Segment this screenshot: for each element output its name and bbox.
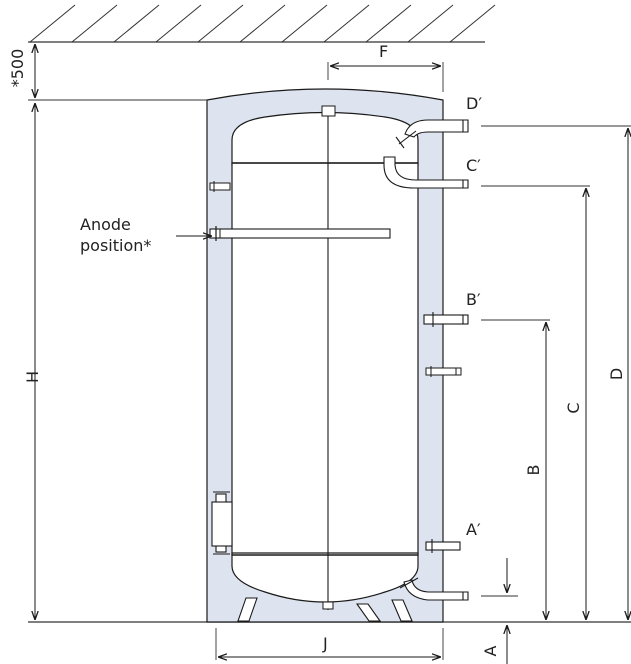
dimension-j-label: J — [323, 634, 328, 653]
connection-d — [395, 119, 469, 149]
connection-b — [423, 312, 469, 327]
bottom-drain-fitting — [322, 601, 334, 610]
anode-label-line2: position* — [80, 236, 152, 255]
connection-a — [425, 539, 461, 553]
dimension-a-label: A — [481, 645, 500, 657]
inner-tank — [231, 111, 419, 603]
connection-a-label: A′ — [466, 520, 481, 539]
dimension-lines — [35, 44, 628, 664]
ceiling-hatch — [28, 4, 496, 43]
connection-d-label: D′ — [466, 94, 482, 113]
dimension-c-label: C — [564, 402, 583, 414]
extension-lines — [28, 62, 631, 660]
connection-bottom — [399, 577, 469, 601]
anode-position-label: Anode position* — [80, 214, 151, 256]
tank-feet — [237, 597, 413, 622]
top-fitting — [321, 105, 336, 117]
dimension-h-label: H — [23, 370, 42, 384]
dimension-f-label: F — [379, 42, 389, 61]
sensor-pocket — [209, 181, 231, 192]
dimension-d-label: D — [607, 367, 626, 381]
clearance-500-label: *500 — [8, 48, 27, 88]
heating-flange — [211, 491, 233, 555]
connection-c-label: C′ — [466, 156, 481, 175]
connection-b-label: B′ — [466, 290, 481, 309]
anode-label-line1: Anode — [80, 215, 131, 234]
connection-c — [383, 156, 469, 189]
dimension-b-label: B — [524, 464, 543, 476]
sensor-pocket-right — [425, 366, 462, 377]
